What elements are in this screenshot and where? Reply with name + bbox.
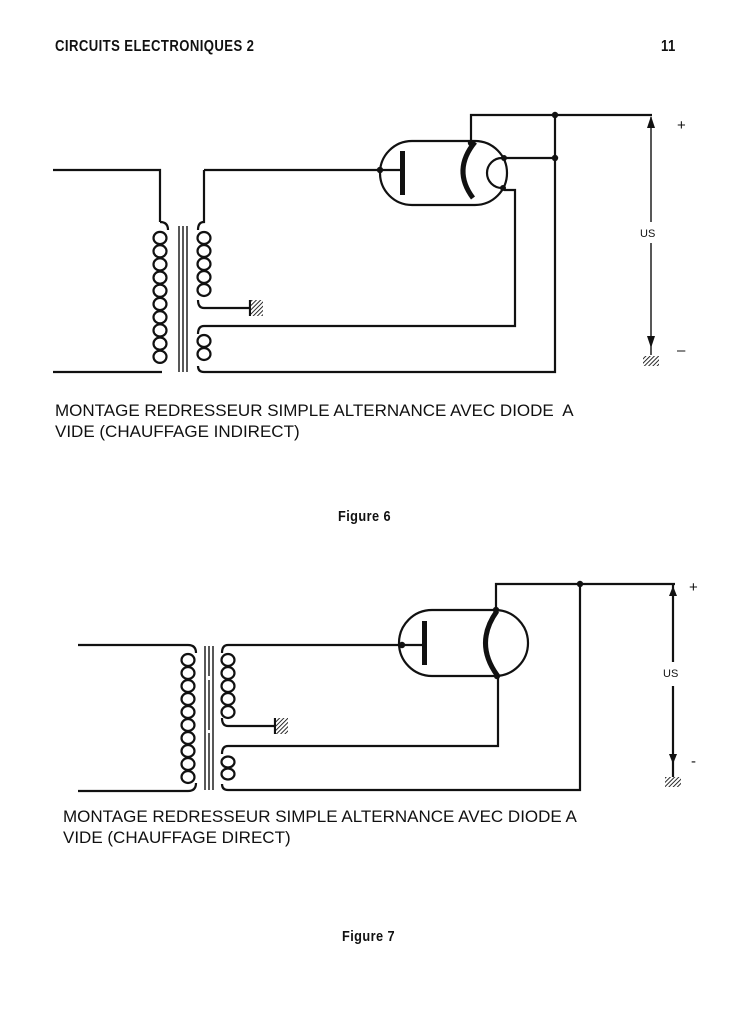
coil-turn [180, 704, 196, 720]
figure-7-caption: MONTAGE REDRESSEUR SIMPLE ALTERNANCE AVE… [63, 806, 577, 848]
plus-terminal-label: + [677, 117, 686, 134]
us-label: US [663, 668, 678, 680]
coil-turn [180, 730, 196, 746]
coil-turn [220, 652, 236, 668]
transformer-core [204, 646, 214, 790]
coil-turn [152, 336, 168, 351]
coil-turn [152, 257, 168, 272]
coil-turn [220, 678, 236, 694]
caption-line-2: VIDE (CHAUFFAGE INDIRECT) [55, 422, 300, 441]
coil-turn [180, 743, 196, 759]
coil-turn [152, 270, 168, 285]
coil-turn [180, 717, 196, 733]
page-header-title: CIRCUITS ELECTRONIQUES 2 [55, 38, 255, 55]
figure-6-caption: MONTAGE REDRESSEUR SIMPLE ALTERNANCE AVE… [55, 400, 574, 442]
figure-7-label: Figure 7 [342, 928, 396, 945]
coil-turn [220, 755, 236, 769]
coil-turn [196, 346, 212, 362]
page-number: 11 [661, 38, 676, 55]
secondary-coil-heater [220, 744, 236, 792]
figure-6-schematic: US + – [53, 111, 686, 374]
coil-turn [180, 652, 196, 668]
minus-terminal-label: – [677, 342, 686, 359]
coil-turn [220, 704, 236, 720]
coil-turn [220, 665, 236, 681]
coil-turn [152, 310, 168, 325]
heater-wire-top [204, 188, 517, 328]
secondary-coil-ht [220, 643, 275, 728]
cathode-wire [494, 582, 675, 610]
primary-coil [152, 220, 170, 364]
primary-wire-top [78, 643, 198, 654]
coil-turn [180, 756, 196, 772]
primary-coil [180, 652, 196, 785]
coil-turn [196, 243, 212, 259]
coil-turn [196, 256, 212, 272]
minus-terminal-label: - [691, 753, 696, 770]
coil-turn [220, 691, 236, 707]
coil-turn [196, 230, 212, 246]
primary-wire-bottom [78, 782, 198, 793]
coil-turn [180, 665, 196, 681]
coil-turn [196, 269, 212, 285]
vacuum-diode-tube [378, 139, 509, 207]
coil-turn [180, 678, 196, 694]
us-label: US [640, 228, 655, 240]
coil-turn [152, 296, 168, 312]
caption-line-2: VIDE (CHAUFFAGE DIRECT) [63, 828, 291, 847]
plus-terminal-label: + [689, 579, 698, 596]
transformer-core [178, 226, 188, 372]
coil-turn [180, 769, 196, 785]
ground-symbol [273, 718, 288, 734]
coil-turn [196, 333, 212, 349]
heater-wire-bottom [228, 584, 582, 792]
coil-turn [220, 767, 236, 781]
caption-line-1: MONTAGE REDRESSEUR SIMPLE ALTERNANCE AVE… [55, 401, 574, 420]
coil-turn [152, 230, 168, 246]
heater-wire-bottom [204, 158, 557, 374]
caption-line-1: MONTAGE REDRESSEUR SIMPLE ALTERNANCE AVE… [63, 807, 577, 826]
coil-turn [196, 282, 212, 298]
figure-6-label: Figure 6 [338, 508, 392, 525]
cathode-wire [469, 113, 652, 143]
ground-symbol [248, 300, 263, 316]
output-voltage-indicator: US + – [640, 116, 686, 366]
primary-wire-top [53, 168, 162, 222]
figure-7-schematic: US + - [78, 579, 698, 793]
coil-turn [152, 283, 168, 298]
vacuum-diode-tube [397, 608, 530, 678]
output-voltage-indicator: US + - [663, 579, 698, 787]
secondary-coil-heater [196, 324, 212, 374]
coil-turn [152, 243, 168, 259]
secondary-coil-ht [196, 170, 250, 310]
coil-turn [152, 349, 168, 364]
coil-turn [152, 323, 168, 338]
heater-wire-top [228, 676, 500, 748]
coil-turn [180, 691, 196, 707]
